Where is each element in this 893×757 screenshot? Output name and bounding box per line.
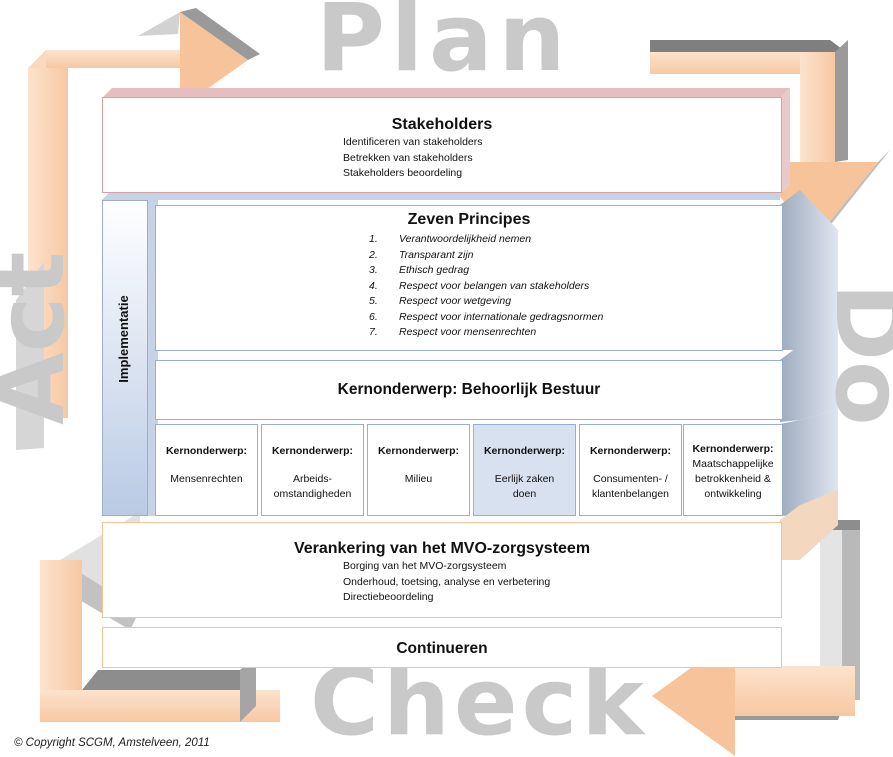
principes-box: Zeven Principes 1.Verantwoordelijkheid n… [155,205,783,351]
principle-item: 7.Respect voor mensenrechten [369,326,537,338]
principle-item: 2.Transparant zijn [369,248,474,261]
verankering-item: Directiebeoordeling [343,591,434,603]
bestuur-title: Kernonderwerp: Behoorlijk Bestuur [337,381,601,398]
stakeholders-item: Betrekken van stakeholders [343,151,473,164]
principle-item: 5.Respect voor wetgeving [369,295,512,307]
kern-milieu: Kernonderwerp: Milieu [367,424,470,516]
kern-arbeidsomstandigheden: Kernonderwerp: Arbeids- omstandigheden [261,424,364,516]
verankering-item: Borging van het MVO-zorgsysteem [343,560,507,572]
principle-item: 4.Respect voor belangen van stakeholders [369,279,590,292]
principle-item: 1.Verantwoordelijkheid nemen [369,233,532,245]
copyright-text: © Copyright SCGM, Amstelveen, 2011 [14,737,210,749]
principle-item: 6.Respect voor internationale gedragsnor… [369,310,604,323]
stakeholders-item: Identificeren van stakeholders [343,136,483,148]
act-3d-plate [16,262,44,450]
stakeholders-title: Stakeholders [391,116,493,133]
stakeholders-item: Stakeholders beoordeling [343,167,463,179]
continueren-box: Continueren [102,627,782,668]
kern-eerlijk-zaken-doen: Kernonderwerp: Eerlijk zaken doen [473,424,576,516]
verankering-item: Onderhoud, toetsing, analyse en verbeter… [343,575,551,588]
implementatie-bar: Implementatie [102,200,148,516]
do-label: Do [814,283,893,426]
principes-title: Zeven Principes [407,211,531,228]
bestuur-box: Kernonderwerp: Behoorlijk Bestuur [155,360,783,420]
stakeholders-box: Stakeholders Identificeren van stakehold… [102,97,782,193]
continueren-title: Continueren [396,640,488,657]
verankering-title: Verankering van het MVO-zorgsysteem [293,540,591,557]
principle-item: 3.Ethisch gedrag [369,264,470,276]
check-label: Check [310,648,648,757]
kern-consumenten: Kernonderwerp: Consumenten- / klantenbel… [579,424,682,516]
implementatie-label: Implementatie [116,295,131,383]
kern-mensenrechten: Kernonderwerp: Mensenrechten [155,424,258,516]
act-label: Act [0,251,86,425]
plan-label: Plan [316,0,572,93]
kern-maatschappelijke-betrokkenheid: Kernonderwerp: Maatschappelijke betrokke… [683,424,783,516]
verankering-box: Verankering van het MVO-zorgsysteem Borg… [102,522,782,618]
